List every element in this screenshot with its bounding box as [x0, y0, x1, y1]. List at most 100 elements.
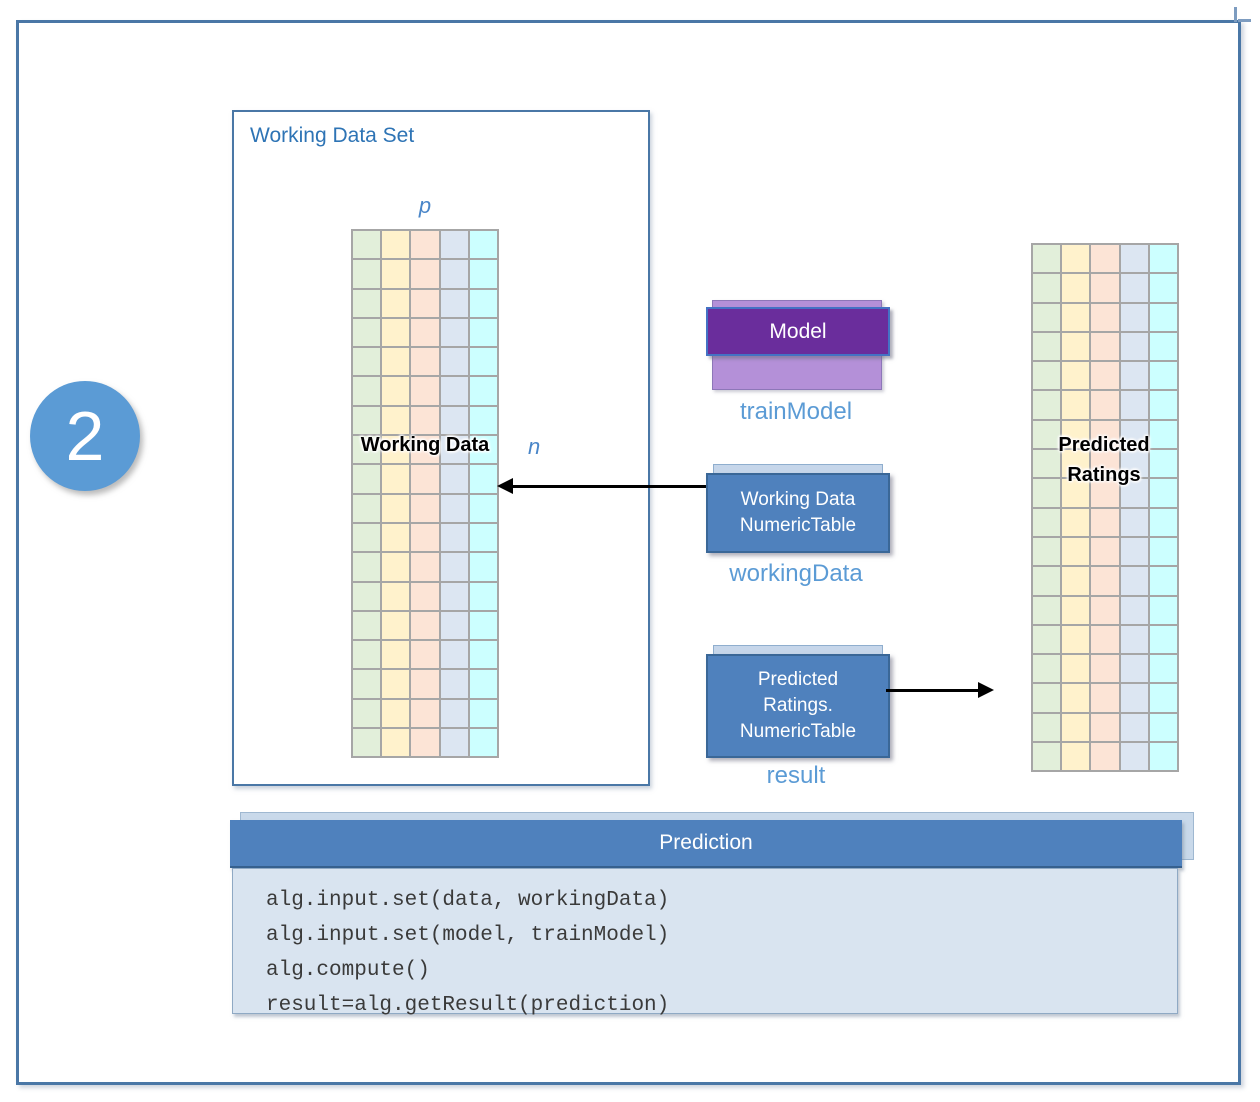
- grid-cell: [411, 582, 439, 610]
- grid-cell: [1062, 450, 1090, 478]
- step-number-badge: 2: [30, 381, 140, 491]
- grid-cell: [469, 318, 497, 347]
- grid-cell: [1062, 625, 1090, 654]
- grid-cell: [440, 318, 468, 347]
- grid-cell: [1033, 508, 1061, 536]
- grid-cell: [382, 670, 410, 698]
- grid-cell: [1091, 450, 1119, 478]
- grid-cell: [1091, 684, 1119, 712]
- grid-cell: [1120, 625, 1148, 654]
- grid-cell: [1120, 567, 1148, 595]
- predicted-ratings-grid: [1031, 243, 1179, 773]
- grid-cell: [382, 641, 410, 669]
- grid-cell: [1091, 332, 1119, 361]
- grid-cell: [353, 436, 381, 464]
- grid-cell: [1033, 537, 1061, 566]
- grid-cell: [469, 729, 497, 757]
- working-data-numerictable-box: Working Data NumericTable: [706, 473, 890, 553]
- grid-cell: [411, 436, 439, 464]
- grid-cell: [1091, 274, 1119, 302]
- grid-cell: [1120, 537, 1148, 566]
- grid-cell: [1149, 537, 1177, 566]
- grid-cell: [1091, 743, 1119, 771]
- grid-cell: [382, 231, 410, 259]
- model-box-label: Model: [769, 319, 827, 343]
- grid-cell: [1120, 479, 1148, 507]
- code-line-3: alg.compute(): [266, 959, 430, 982]
- grid-cell: [1149, 332, 1177, 361]
- grid-cell: [1120, 332, 1148, 361]
- grid-cell: [353, 231, 381, 259]
- prediction-header-bar: Prediction: [230, 820, 1182, 868]
- grid-cell: [382, 729, 410, 757]
- grid-cell: [1033, 655, 1061, 683]
- grid-cell: [469, 348, 497, 376]
- predicted-ratings-grid-label: Predicted Ratings: [1023, 430, 1185, 490]
- grid-cell: [382, 611, 410, 640]
- arrow-to-predicted-ratings: [886, 689, 980, 692]
- grid-cell: [1120, 743, 1148, 771]
- grid-cell: [353, 377, 381, 405]
- grid-cell: [382, 377, 410, 405]
- grid-cell: [440, 641, 468, 669]
- grid-cell: [1033, 303, 1061, 331]
- grid-cell: [469, 670, 497, 698]
- grid-cell: [353, 260, 381, 288]
- grid-cell: [1091, 596, 1119, 624]
- grid-cell: [411, 523, 439, 552]
- code-line-2: alg.input.set(model, trainModel): [266, 924, 670, 947]
- arrowhead-right: [978, 682, 994, 698]
- grid-cell: [1091, 508, 1119, 536]
- grid-cell: [1091, 625, 1119, 654]
- grid-cell: [353, 553, 381, 581]
- grid-cell: [1091, 420, 1119, 449]
- grid-cell: [1149, 245, 1177, 273]
- grid-cell: [382, 406, 410, 435]
- grid-cell: [440, 699, 468, 728]
- code-line-4: result=alg.getResult(prediction): [266, 994, 670, 1017]
- grid-cell: [440, 289, 468, 317]
- grid-cell: [353, 523, 381, 552]
- frame-corner-tick-horizontal: [1238, 19, 1251, 22]
- grid-cell: [1033, 362, 1061, 390]
- grid-cell: [1062, 743, 1090, 771]
- grid-cell: [1062, 274, 1090, 302]
- train-model-var-label: trainModel: [739, 398, 853, 425]
- grid-cell: [1033, 567, 1061, 595]
- grid-cell: [1091, 303, 1119, 331]
- n-dimension-label: n: [528, 434, 541, 459]
- grid-cell: [440, 494, 468, 522]
- grid-cell: [1149, 743, 1177, 771]
- grid-cell: [469, 377, 497, 405]
- grid-cell: [1149, 684, 1177, 712]
- grid-cell: [353, 611, 381, 640]
- grid-cell: [353, 641, 381, 669]
- grid-cell: [411, 318, 439, 347]
- grid-cell: [411, 465, 439, 493]
- grid-cell: [1149, 479, 1177, 507]
- grid-cell: [1062, 303, 1090, 331]
- grid-cell: [469, 231, 497, 259]
- grid-cell: [411, 611, 439, 640]
- grid-cell: [440, 377, 468, 405]
- grid-cell: [1149, 655, 1177, 683]
- grid-cell: [1091, 655, 1119, 683]
- predicted-ratings-table-line2: Ratings.: [763, 695, 833, 716]
- grid-cell: [353, 348, 381, 376]
- grid-cell: [1120, 362, 1148, 390]
- grid-cell: [469, 611, 497, 640]
- grid-cell: [411, 699, 439, 728]
- grid-cell: [469, 494, 497, 522]
- grid-cell: [1120, 450, 1148, 478]
- grid-cell: [469, 641, 497, 669]
- grid-cell: [1062, 596, 1090, 624]
- working-data-set-title: Working Data Set: [250, 124, 415, 147]
- grid-cell: [440, 611, 468, 640]
- grid-cell: [469, 582, 497, 610]
- grid-cell: [382, 318, 410, 347]
- grid-cell: [440, 582, 468, 610]
- grid-cell: [1033, 274, 1061, 302]
- code-line-1: alg.input.set(data, workingData): [266, 889, 670, 912]
- grid-cell: [1149, 303, 1177, 331]
- grid-cell: [382, 699, 410, 728]
